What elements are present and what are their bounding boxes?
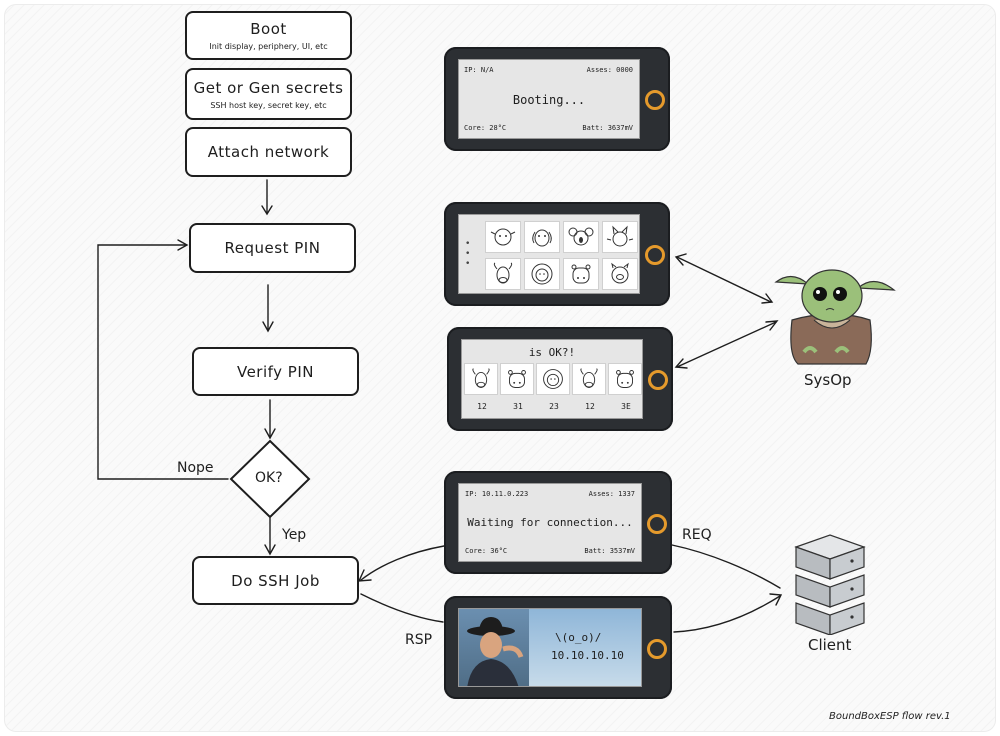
phone-button[interactable] bbox=[645, 90, 665, 110]
arrow-waiting-to-ssh bbox=[360, 545, 445, 581]
arrow-confirm-sysop bbox=[676, 321, 777, 368]
phone-button[interactable] bbox=[648, 370, 668, 390]
request-pin-box: Request PIN bbox=[189, 223, 356, 273]
phone-connected-screen: \(o_o)/ 10.10.10.10 bbox=[458, 608, 642, 687]
phone-connected: \(o_o)/ 10.10.10.10 bbox=[444, 596, 672, 699]
emote-text: \(o_o)/ bbox=[555, 631, 602, 644]
waiting-message: Waiting for connection... bbox=[467, 516, 633, 529]
phone-button[interactable] bbox=[647, 514, 667, 534]
pin-code: 31 bbox=[513, 402, 523, 411]
ssh-job-box: Do SSH Job bbox=[192, 556, 359, 605]
hippo-icon bbox=[608, 363, 642, 395]
verify-pin-box: Verify PIN bbox=[192, 347, 359, 396]
network-title: Attach network bbox=[207, 143, 330, 161]
pig-icon[interactable] bbox=[602, 258, 638, 290]
verify-pin-title: Verify PIN bbox=[236, 362, 314, 381]
asses-readout: Asses: 1337 bbox=[588, 490, 635, 498]
cow-icon bbox=[572, 363, 606, 395]
pin-code: 23 bbox=[549, 402, 559, 411]
pin-code: 3E bbox=[621, 402, 631, 411]
ip-address: 10.10.10.10 bbox=[551, 649, 624, 662]
sysop-label: SysOp bbox=[804, 371, 852, 389]
boot-title: Boot bbox=[250, 20, 287, 38]
batt-readout: Batt: 3637mV bbox=[582, 124, 633, 132]
ok-label: OK? bbox=[255, 470, 283, 486]
server-icon bbox=[790, 531, 870, 636]
phone-booting-screen: IP: N/A Asses: 0000 Booting... Core: 28°… bbox=[458, 59, 640, 139]
phone-button[interactable] bbox=[645, 245, 665, 265]
footer-caption: BoundBoxESP flow rev.1 bbox=[829, 711, 951, 722]
cat-icon[interactable] bbox=[602, 221, 638, 253]
asses-readout: Asses: 0000 bbox=[586, 66, 633, 74]
request-pin-title: Request PIN bbox=[224, 239, 321, 257]
confirm-question: is OK?! bbox=[528, 346, 576, 359]
lion-icon[interactable] bbox=[524, 258, 560, 290]
decision-diamond bbox=[229, 439, 311, 519]
cow-icon bbox=[464, 363, 498, 395]
boot-subtitle: Init display, periphery, UI, etc bbox=[209, 42, 328, 51]
hippo-icon bbox=[500, 363, 534, 395]
pin-code: 12 bbox=[585, 402, 595, 411]
cow-icon[interactable] bbox=[485, 258, 521, 290]
secrets-subtitle: SSH host key, secret key, etc bbox=[210, 100, 327, 110]
network-box: Attach network bbox=[185, 127, 352, 177]
phone-waiting: IP: 10.11.0.223 Asses: 1337 Waiting for … bbox=[444, 471, 672, 574]
ip-readout: IP: 10.11.0.223 bbox=[465, 490, 529, 498]
boot-box: Boot Init display, periphery, UI, etc bbox=[185, 11, 352, 60]
phone-confirm: is OK?! 12 31 23 12 3E bbox=[447, 327, 673, 431]
secrets-box: Get or Gen secrets SSH host key, secret … bbox=[185, 68, 352, 120]
hippo-icon[interactable] bbox=[563, 258, 599, 290]
req-label: REQ bbox=[682, 527, 712, 543]
phone-confirm-screen: is OK?! 12 31 23 12 3E bbox=[461, 339, 643, 419]
sysop-avatar bbox=[774, 260, 896, 368]
batt-readout: Batt: 3537mV bbox=[584, 547, 635, 555]
arrow-grid-sysop bbox=[676, 256, 772, 303]
client-label: Client bbox=[808, 636, 852, 654]
secrets-title: Get or Gen secrets bbox=[193, 78, 344, 97]
arrow-nope-loop bbox=[97, 244, 229, 480]
arrow-ssh-to-rsp bbox=[360, 593, 444, 623]
phone-booting: IP: N/A Asses: 0000 Booting... Core: 28°… bbox=[444, 47, 670, 151]
core-readout: Core: 36°C bbox=[465, 547, 508, 555]
booting-message: Booting... bbox=[512, 93, 586, 107]
lion-icon bbox=[536, 363, 570, 395]
arrow-client-req bbox=[671, 544, 781, 589]
cowboy-photo bbox=[459, 609, 529, 686]
phone-button[interactable] bbox=[647, 639, 667, 659]
phone-waiting-screen: IP: 10.11.0.223 Asses: 1337 Waiting for … bbox=[458, 483, 642, 562]
scroll-dots[interactable]: ••• bbox=[465, 239, 471, 269]
rsp-label: RSP bbox=[405, 632, 433, 648]
pin-code: 12 bbox=[477, 402, 487, 411]
core-readout: Core: 28°C bbox=[464, 124, 507, 132]
koala-icon[interactable] bbox=[563, 221, 599, 253]
sheep-icon[interactable] bbox=[485, 221, 521, 253]
yep-label: Yep bbox=[282, 527, 307, 543]
phone-pin-screen: ••• bbox=[458, 214, 640, 294]
ip-readout: IP: N/A bbox=[464, 66, 494, 74]
dog-icon[interactable] bbox=[524, 221, 560, 253]
nope-label: Nope bbox=[177, 460, 214, 476]
phone-pin-grid: ••• bbox=[444, 202, 670, 306]
arrow-rsp-to-client bbox=[673, 595, 781, 633]
ssh-job-title: Do SSH Job bbox=[231, 571, 320, 590]
